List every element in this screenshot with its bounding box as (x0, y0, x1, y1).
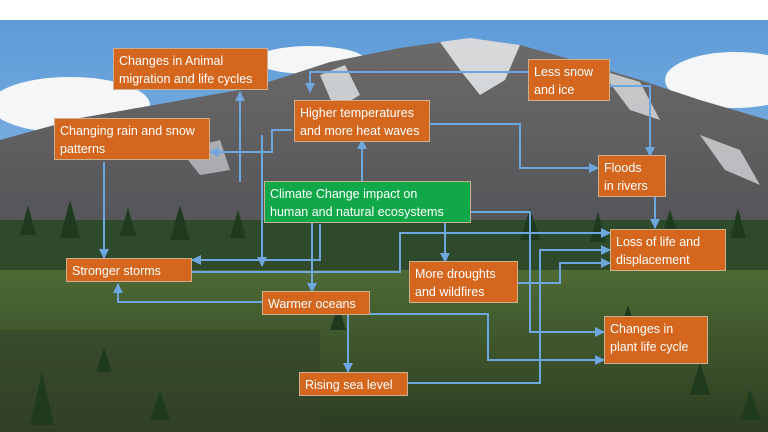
box-label: Climate Change impact on human and natur… (270, 187, 444, 219)
box-plant-life-cycle: Changes in plant life cycle (604, 316, 708, 364)
box-floods-rivers: Floods in rivers (598, 155, 666, 197)
box-changing-rain-snow: Changing rain and snow patterns (54, 118, 210, 160)
box-climate-change-center: Climate Change impact on human and natur… (264, 181, 471, 223)
box-loss-of-life: Loss of life and displacement (610, 229, 726, 271)
box-label: Less snow and ice (534, 65, 594, 97)
box-higher-temperatures: Higher temperatures and more heat waves (294, 100, 430, 142)
box-droughts-wildfires: More droughts and wildfires (409, 261, 518, 303)
box-label: Stronger storms (72, 264, 161, 278)
box-label: Changing rain and snow patterns (60, 124, 195, 156)
box-rising-sea-level: Rising sea level (299, 372, 408, 396)
box-stronger-storms: Stronger storms (66, 258, 192, 282)
box-label: Changes in plant life cycle (610, 322, 689, 354)
box-label: Loss of life and displacement (616, 235, 701, 267)
box-warmer-oceans: Warmer oceans (262, 291, 370, 315)
box-label: Warmer oceans (268, 297, 356, 311)
box-less-snow-ice: Less snow and ice (528, 59, 610, 101)
box-animal-migration: Changes in Animal migration and life cyc… (113, 48, 268, 90)
box-label: Changes in Animal migration and life cyc… (119, 54, 253, 86)
box-label: Rising sea level (305, 378, 393, 392)
box-label: Floods in rivers (604, 161, 648, 193)
box-label: More droughts and wildfires (415, 267, 496, 299)
box-label: Higher temperatures and more heat waves (300, 106, 420, 138)
